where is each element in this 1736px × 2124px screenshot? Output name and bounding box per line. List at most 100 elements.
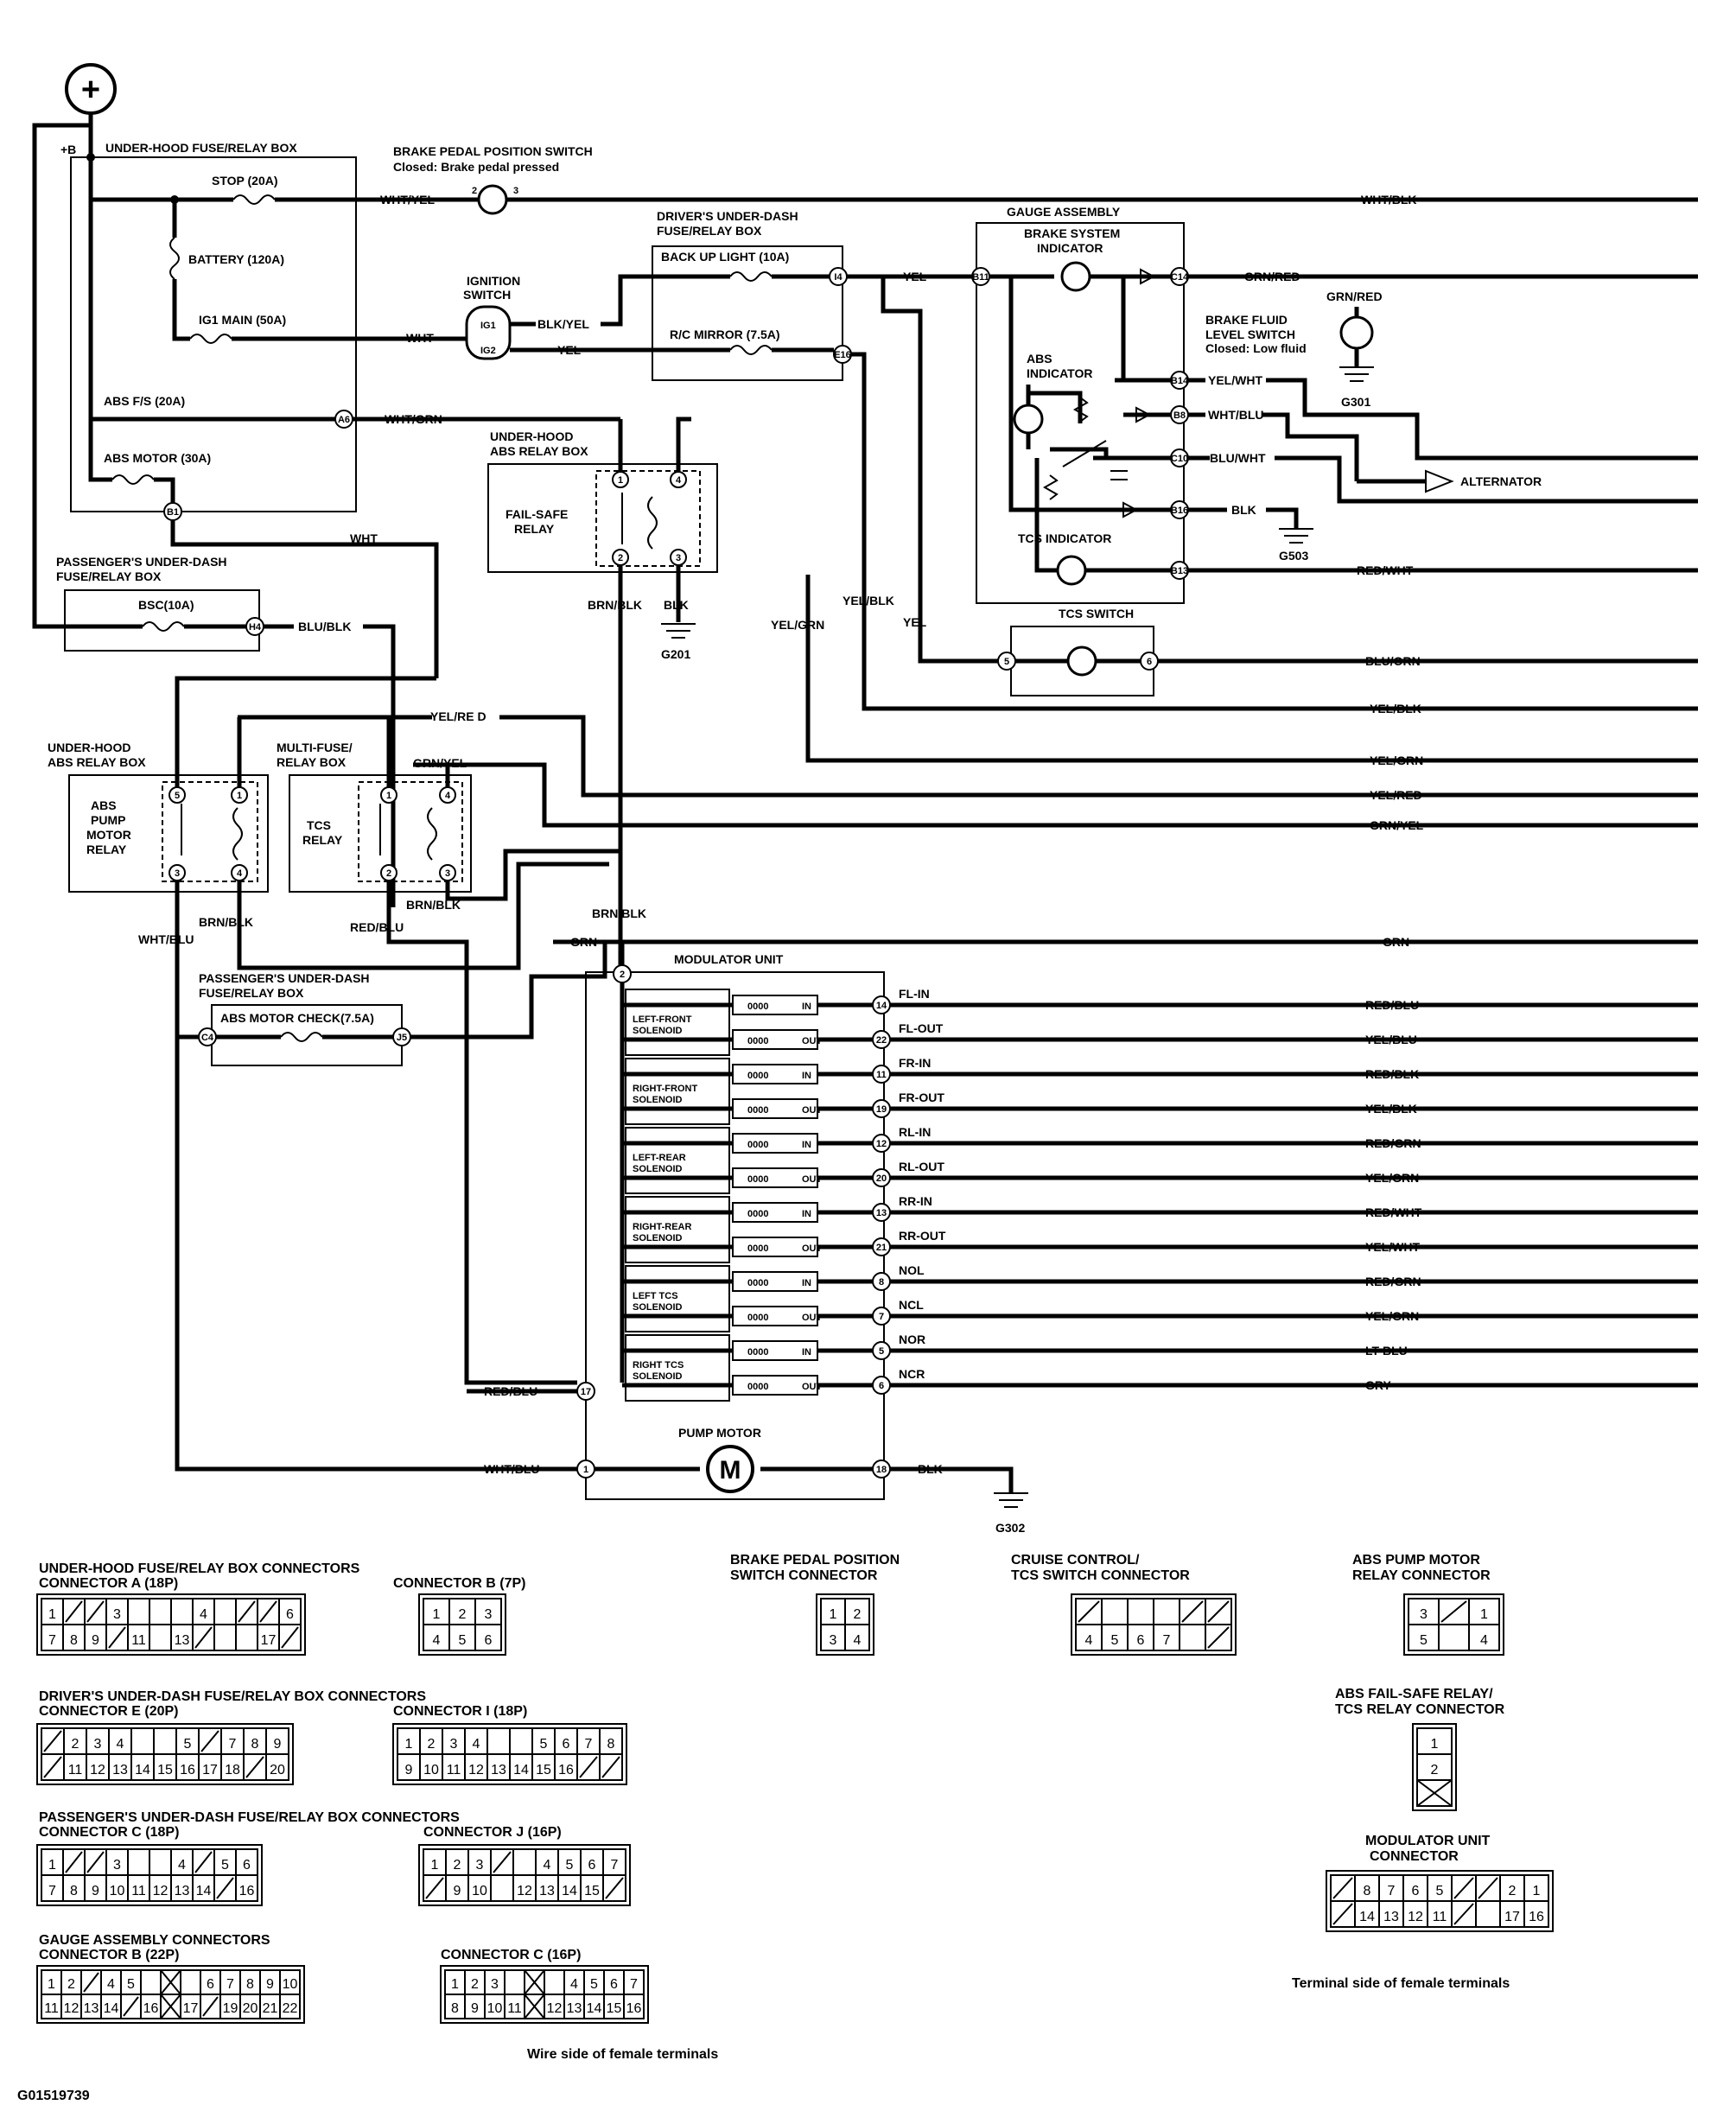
connector-pin-number: 9 — [454, 1884, 461, 1898]
failsafe-title2: ABS RELAY BOX — [490, 444, 588, 458]
connector-pin-number: 17 — [1504, 1910, 1520, 1924]
conn-uh-title: UNDER-HOOD FUSE/RELAY BOX CONNECTORS — [39, 1561, 360, 1576]
io-label: IN — [802, 1002, 811, 1012]
signal-label: NCR — [899, 1367, 925, 1381]
connector-pin-number: 6 — [243, 1858, 251, 1873]
tcs-indicator-lamp — [1056, 555, 1087, 586]
fs-pin3: 3 — [676, 553, 681, 563]
terminal-side-note: Terminal side of female terminals — [1292, 1976, 1510, 1991]
connector-pin-number: 15 — [536, 1763, 551, 1777]
pr-pin1: 1 — [237, 791, 242, 801]
connector-pin-number: 5 — [566, 1858, 574, 1873]
signal-label: FR-IN — [899, 1056, 931, 1070]
connector-pin-number: 3 — [113, 1858, 121, 1873]
tr-pin4: 4 — [445, 791, 451, 801]
connector-pin-number: 4 — [544, 1858, 551, 1873]
pump-relay-label4: RELAY — [86, 843, 127, 856]
connector-pin-number: 16 — [180, 1763, 195, 1777]
signal-label: RR-IN — [899, 1194, 932, 1208]
wire-label-yelred-left: YEL/RE D — [430, 709, 486, 723]
mod-pin18: 18 — [876, 1465, 887, 1475]
wire-label-yel-i4: YEL — [903, 270, 927, 283]
connector-pin-number: 16 — [558, 1763, 574, 1777]
wire-label-redblu-tr: RED/BLU — [350, 920, 404, 934]
coil-label: 0000 — [747, 1036, 768, 1046]
wire-color-label: RED/GRN — [1365, 1136, 1421, 1150]
wire-label-blk-fs: BLK — [664, 598, 689, 612]
connector-pin-number: 4 — [107, 1977, 115, 1992]
connector-pin-number: 3 — [113, 1607, 121, 1622]
connector-pin-number: 7 — [229, 1737, 237, 1752]
connector-pin-number: 1 — [1480, 1607, 1488, 1622]
driver-box-title2: FUSE/RELAY BOX — [657, 224, 762, 238]
wire-label-bluwht: BLU/WHT — [1210, 451, 1266, 465]
plus-b-label: +B — [60, 143, 76, 156]
connector-pin-number: 5 — [459, 1633, 467, 1648]
io-label: OUT — [802, 1243, 823, 1254]
conn-j-title: CONNECTOR J (16P) — [423, 1825, 562, 1840]
connector-pin-number: 1 — [48, 1607, 56, 1622]
connector-pin-number: 18 — [225, 1763, 240, 1777]
wire-label-yelgrn-left: YEL/GRN — [771, 618, 824, 632]
wire-label-brnblk-pr: BRN/BLK — [199, 915, 253, 929]
connector-pin-number: 10 — [423, 1763, 439, 1777]
fs-pin2: 2 — [618, 553, 623, 563]
io-label: IN — [802, 1347, 811, 1358]
io-label: OUT — [802, 1313, 823, 1323]
wire-color-label: RED/GRN — [1365, 1275, 1421, 1288]
connector-pin-number: 13 — [491, 1763, 506, 1777]
fs-pin4: 4 — [676, 475, 682, 486]
pin-j5: J5 — [397, 1033, 407, 1043]
pump-relay-title1: UNDER-HOOD — [48, 741, 130, 754]
tr-pin3: 3 — [445, 868, 450, 879]
connector-pin-number: 9 — [92, 1633, 99, 1648]
underhood-fuse-box — [70, 156, 357, 512]
passenger-box2-title2: FUSE/RELAY BOX — [199, 986, 304, 1000]
wire-side-note: Wire side of female terminals — [527, 2047, 718, 2062]
failsafe-relay-label1: FAIL-SAFE — [506, 507, 568, 521]
brake-conn-title1: BRAKE PEDAL POSITION — [730, 1553, 900, 1568]
wire-label-whtblu-b8: WHT/BLU — [1208, 408, 1264, 422]
absmotor-fuse-label: ABS MOTOR (30A) — [104, 451, 211, 465]
wire-label-whtblu-1: WHT/BLU — [484, 1462, 540, 1476]
connector-pin-number: 14 — [562, 1884, 577, 1898]
connector-pin-number: 9 — [266, 1977, 274, 1992]
connector-pin-number: 5 — [1436, 1884, 1444, 1898]
connector-pin-number: 13 — [539, 1884, 555, 1898]
connector-pin-number: 5 — [221, 1858, 229, 1873]
wire-color-label: YEL/BLU — [1365, 1033, 1417, 1046]
passenger-box1-title1: PASSENGER'S UNDER-DASH — [56, 555, 227, 569]
ground-g301: G301 — [1341, 395, 1370, 409]
wire-label-brnblk-tr: BRN/BLK — [406, 898, 461, 912]
connector-pin-number: 2 — [854, 1607, 862, 1622]
connector-pin-number: 9 — [471, 2001, 479, 2016]
tcs-relay-title1: MULTI-FUSE/ — [277, 741, 353, 754]
tcs-relay-box — [289, 774, 472, 893]
pin-i4: I4 — [834, 272, 843, 283]
connector-pin-number: 8 — [1364, 1884, 1371, 1898]
passenger-box1-title2: FUSE/RELAY BOX — [56, 569, 162, 583]
mod-line-pin: 6 — [879, 1381, 884, 1391]
wire-color-label: RED/WHT — [1365, 1205, 1422, 1219]
connector-pin-number: 2 — [1431, 1763, 1439, 1777]
connector-pin-number: 10 — [472, 1884, 487, 1898]
connector-pin-number: 3 — [491, 1977, 499, 1992]
io-label: IN — [802, 1278, 811, 1288]
signal-label: FL-OUT — [899, 1021, 944, 1035]
mod-pin1: 1 — [583, 1465, 588, 1475]
passenger-box2-title1: PASSENGER'S UNDER-DASH — [199, 971, 370, 985]
fsrelay-conn-title1: ABS FAIL-SAFE RELAY/ — [1335, 1687, 1493, 1701]
